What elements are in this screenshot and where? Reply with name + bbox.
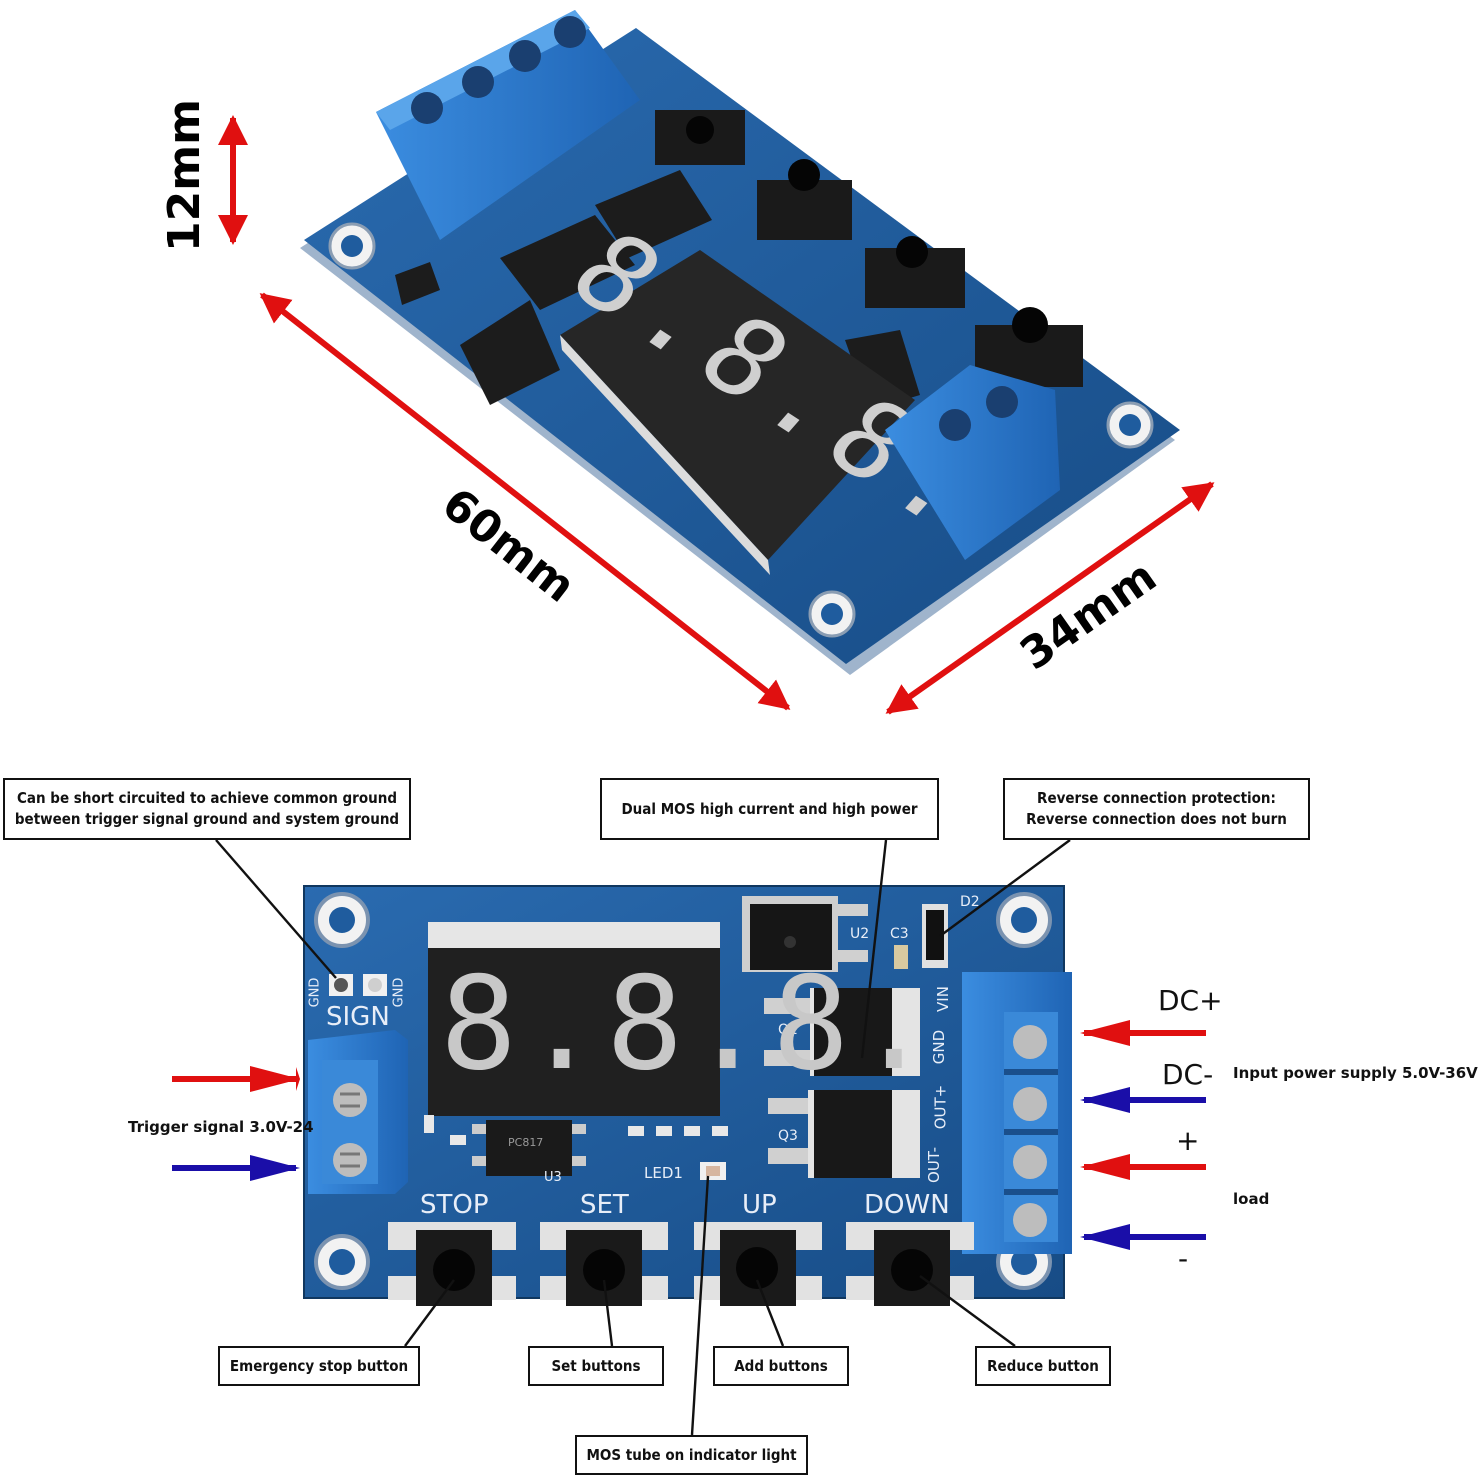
callout-mos-indicator: MOS tube on indicator light: [575, 1435, 808, 1475]
dc-minus-label: DC-: [1162, 1058, 1214, 1091]
silk-c3: C3: [890, 926, 909, 942]
arrow-heads: [250, 1020, 1130, 1250]
product-diagram: 8.8.8.: [172, 10, 1215, 1436]
board-front-view: [303, 885, 1072, 1306]
led1-indicator: [700, 1162, 726, 1180]
input-power-label: Input power supply 5.0V-36V: [1233, 1064, 1478, 1082]
callout-set-buttons: Set buttons: [528, 1346, 664, 1386]
callout-reduce-button: Reduce button: [975, 1346, 1111, 1386]
load-plus-label: +: [1176, 1124, 1200, 1157]
regulator-u2: [742, 896, 908, 972]
dc-plus-label: DC+: [1158, 984, 1223, 1017]
callout-common-ground-line2: between trigger signal ground and system…: [14, 810, 400, 828]
optocoupler-u3: [472, 1120, 586, 1176]
height-dimension-label: 12mm: [158, 99, 210, 252]
silk-out-minus: OUT-: [924, 1147, 943, 1183]
board-3d-view: 8.8.8.: [218, 10, 1215, 715]
terminal-block-4pin-3d: [376, 10, 640, 240]
silk-d2: D2: [960, 894, 980, 910]
length-arrow: [259, 292, 791, 711]
silk-led1: LED1: [644, 1164, 683, 1182]
led-display: [428, 922, 720, 1116]
silk-stop: STOP: [420, 1190, 489, 1220]
terminal-block-trigger: [308, 1030, 408, 1194]
load-minus-label: -: [1178, 1242, 1189, 1275]
silk-down: DOWN: [864, 1190, 950, 1220]
gnd-pads: [329, 974, 387, 996]
terminal-block-power-load: [962, 972, 1072, 1254]
callout-add-buttons: Add buttons: [713, 1346, 849, 1386]
callout-reverse-protection: Reverse connection protection: Reverse c…: [1003, 778, 1310, 840]
silk-gnd-right: GND: [391, 977, 407, 1008]
load-label: load: [1233, 1190, 1270, 1208]
silk-u3: U3: [544, 1170, 562, 1185]
callout-emergency-stop: Emergency stop button: [218, 1346, 420, 1386]
mosfet-q3: [768, 1090, 920, 1178]
pointer-lines: [215, 839, 1071, 1436]
trigger-signal-label: Trigger signal 3.0V-24: [128, 1118, 314, 1136]
silk-sign: SIGN: [326, 1002, 390, 1032]
silk-up: UP: [742, 1190, 777, 1220]
callout-reverse-protection-line1: Reverse connection protection:: [1037, 789, 1276, 807]
silk-set: SET: [580, 1190, 629, 1220]
diode-d2: [922, 904, 948, 968]
silk-q2: Q2: [778, 1022, 798, 1038]
silk-optocoupler: PC817: [508, 1136, 544, 1149]
display-digits: 8.8.8.: [440, 950, 939, 1099]
smd-resistors: [424, 1115, 728, 1145]
callout-dual-mos: Dual MOS high current and high power: [600, 778, 939, 840]
silk-gnd-left: GND: [307, 977, 323, 1008]
tact-buttons-3d: [655, 110, 1083, 387]
callout-common-ground: Can be short circuited to achieve common…: [3, 778, 411, 840]
callout-reverse-protection-line2: Reverse connection does not burn: [1026, 810, 1287, 828]
mosfet-q2: [764, 988, 920, 1076]
width-arrow: [885, 481, 1215, 715]
silk-u2: U2: [850, 926, 870, 942]
silk-q3: Q3: [778, 1128, 798, 1144]
callout-common-ground-line1: Can be short circuited to achieve common…: [16, 789, 397, 807]
tact-buttons-front: [388, 1222, 974, 1306]
